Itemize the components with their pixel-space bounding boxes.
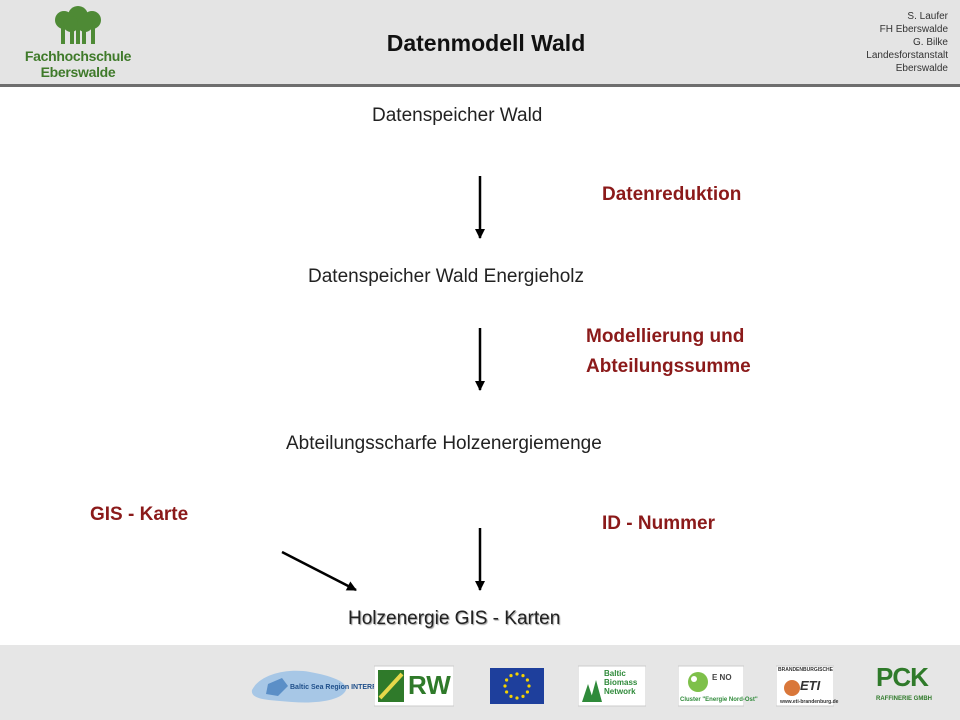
eti-label-top: BRANDENBURGISCHE <box>778 667 834 673</box>
label-gis-karte: GIS - Karte <box>90 504 189 525</box>
fh-eberswalde-logo: Fachhochschule Eberswalde <box>22 6 134 80</box>
biomass-label: Baltic Biomass Network <box>604 669 637 696</box>
step-datenreduktion: Datenreduktion <box>602 184 742 205</box>
logo-text-line2: Eberswalde <box>40 64 116 80</box>
node-holzenergiemenge: Abteilungsscharfe Holzenergiemenge <box>286 433 602 454</box>
biomass-label-line1: Baltic <box>604 669 626 678</box>
author-credits: S. Laufer FH Eberswalde G. Bilke Landesf… <box>866 10 948 75</box>
step-modellierung-line1: Modellierung und <box>586 326 745 347</box>
eno-sublabel: Cluster "Energie Nord-Ost" <box>680 697 758 703</box>
credit-line: S. Laufer <box>907 11 948 22</box>
pck-sublabel: RAFFINERIE GMBH <box>876 696 932 702</box>
eti-brandenburg-logo <box>776 665 834 707</box>
credit-line: Eberswalde <box>895 63 948 74</box>
node-holzenergie-gis-karten: Holzenergie GIS - Karten <box>348 608 561 629</box>
credit-line: FH Eberswalde <box>879 24 948 35</box>
tree-logo-icon <box>55 6 101 44</box>
logo-text-line1: Fachhochschule <box>24 48 132 64</box>
step-id-nummer: ID - Nummer <box>602 513 715 534</box>
baltic-biomass-network-logo <box>578 665 646 707</box>
node-datenspeicher-wald: Datenspeicher Wald <box>372 105 543 126</box>
rw-logo-text: RW <box>408 670 451 700</box>
node-datenspeicher-energieholz: Datenspeicher Wald Energieholz <box>308 266 585 287</box>
step-modellierung-line2: Abteilungssumme <box>586 356 751 377</box>
biomass-label-line3: Network <box>604 687 636 696</box>
baltic-sea-label: Baltic Sea Region INTERREG III B <box>290 684 403 691</box>
eti-label: ETI <box>800 678 821 693</box>
biomass-label-line2: Biomass <box>604 678 638 687</box>
header-bar: Fachhochschule Eberswalde Datenmodell Wa… <box>0 0 960 87</box>
eno-label: E NO <box>712 673 732 682</box>
credit-line: G. Bilke <box>912 37 948 48</box>
eti-url: www.eti-brandenburg.de <box>780 699 839 705</box>
eno-cluster-logo <box>678 665 744 707</box>
baltic-sea-region-logo <box>251 670 347 703</box>
credit-line: Landesforstanstalt <box>866 50 948 61</box>
arrow-gis-diagonal <box>281 550 357 592</box>
eu-flag-icon <box>490 668 544 704</box>
pck-logo-text: PCK <box>876 662 929 692</box>
rw-logo <box>374 665 454 707</box>
page-title: Datenmodell Wald <box>386 30 586 56</box>
